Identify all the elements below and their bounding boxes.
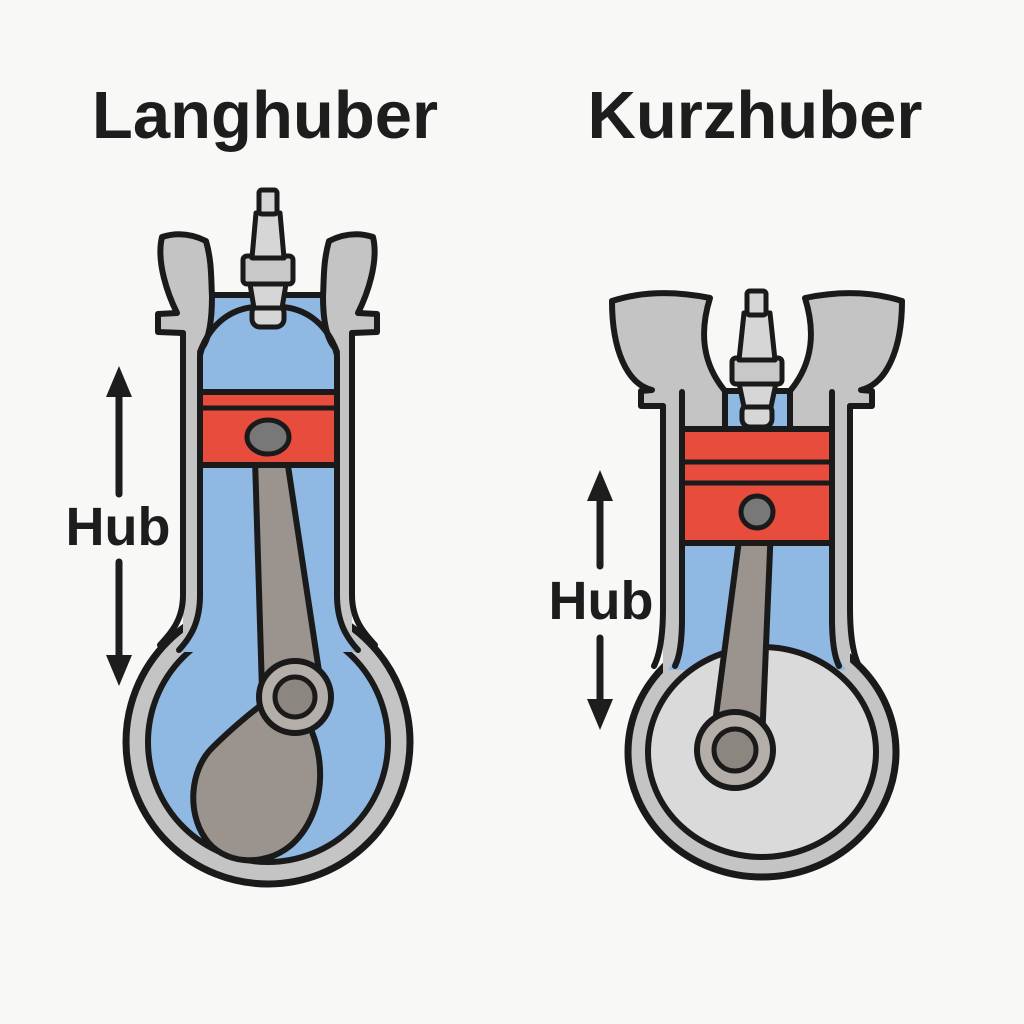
- right-plug-terminal: [744, 288, 769, 318]
- left-wall-outline-outer-right: [349, 330, 378, 648]
- left-crank-web: [190, 697, 323, 864]
- right-head-port-right-outline: [787, 290, 905, 436]
- left-hub-arrow-down-head: [106, 655, 132, 686]
- left-head-port-right-outline: [320, 231, 380, 343]
- right-crank-journal-inner: [711, 726, 759, 774]
- hub-label-left: Hub: [65, 497, 171, 557]
- left-spark-plug: [240, 187, 296, 330]
- left-crank-journal-inner: [272, 674, 318, 720]
- right-spark-plug: [729, 288, 785, 430]
- hub-label-right: Hub: [548, 571, 654, 631]
- right-wall-outline-inner-left: [672, 389, 685, 669]
- right-head-port-right: [790, 293, 902, 436]
- right-hub-arrow-up-head: [587, 470, 613, 501]
- right-wall-outline-outer-left: [651, 403, 666, 669]
- left-plug-taper: [247, 281, 289, 311]
- right-plug-taper: [736, 380, 779, 410]
- right-plug-body: [736, 310, 778, 363]
- right-wall-outline-outer-right: [847, 403, 862, 669]
- left-wall-outline-outer-left: [157, 330, 186, 648]
- right-head-port-left-outline: [609, 290, 728, 436]
- left-wall-outline-inner-left: [176, 293, 215, 653]
- left-hub-arrow-up-head: [106, 366, 132, 397]
- right-head-port-left: [612, 293, 725, 436]
- left-hub-arrow: [106, 366, 132, 686]
- right-hub-arrow: [587, 470, 613, 730]
- right-piston-pin: [738, 493, 776, 531]
- left-engine-langhuber: [122, 187, 414, 888]
- right-wall-outline-inner-right: [829, 389, 842, 669]
- left-head-port-left-outline: [155, 231, 215, 343]
- title-kurzhuber: Kurzhuber: [587, 78, 923, 153]
- right-engine-kurzhuber: [609, 288, 905, 881]
- title-langhuber: Langhuber: [91, 78, 439, 153]
- left-plug-body: [249, 210, 287, 261]
- left-piston-pin: [244, 417, 292, 457]
- right-hub-arrow-down-head: [587, 699, 613, 730]
- left-plug-terminal: [256, 187, 280, 217]
